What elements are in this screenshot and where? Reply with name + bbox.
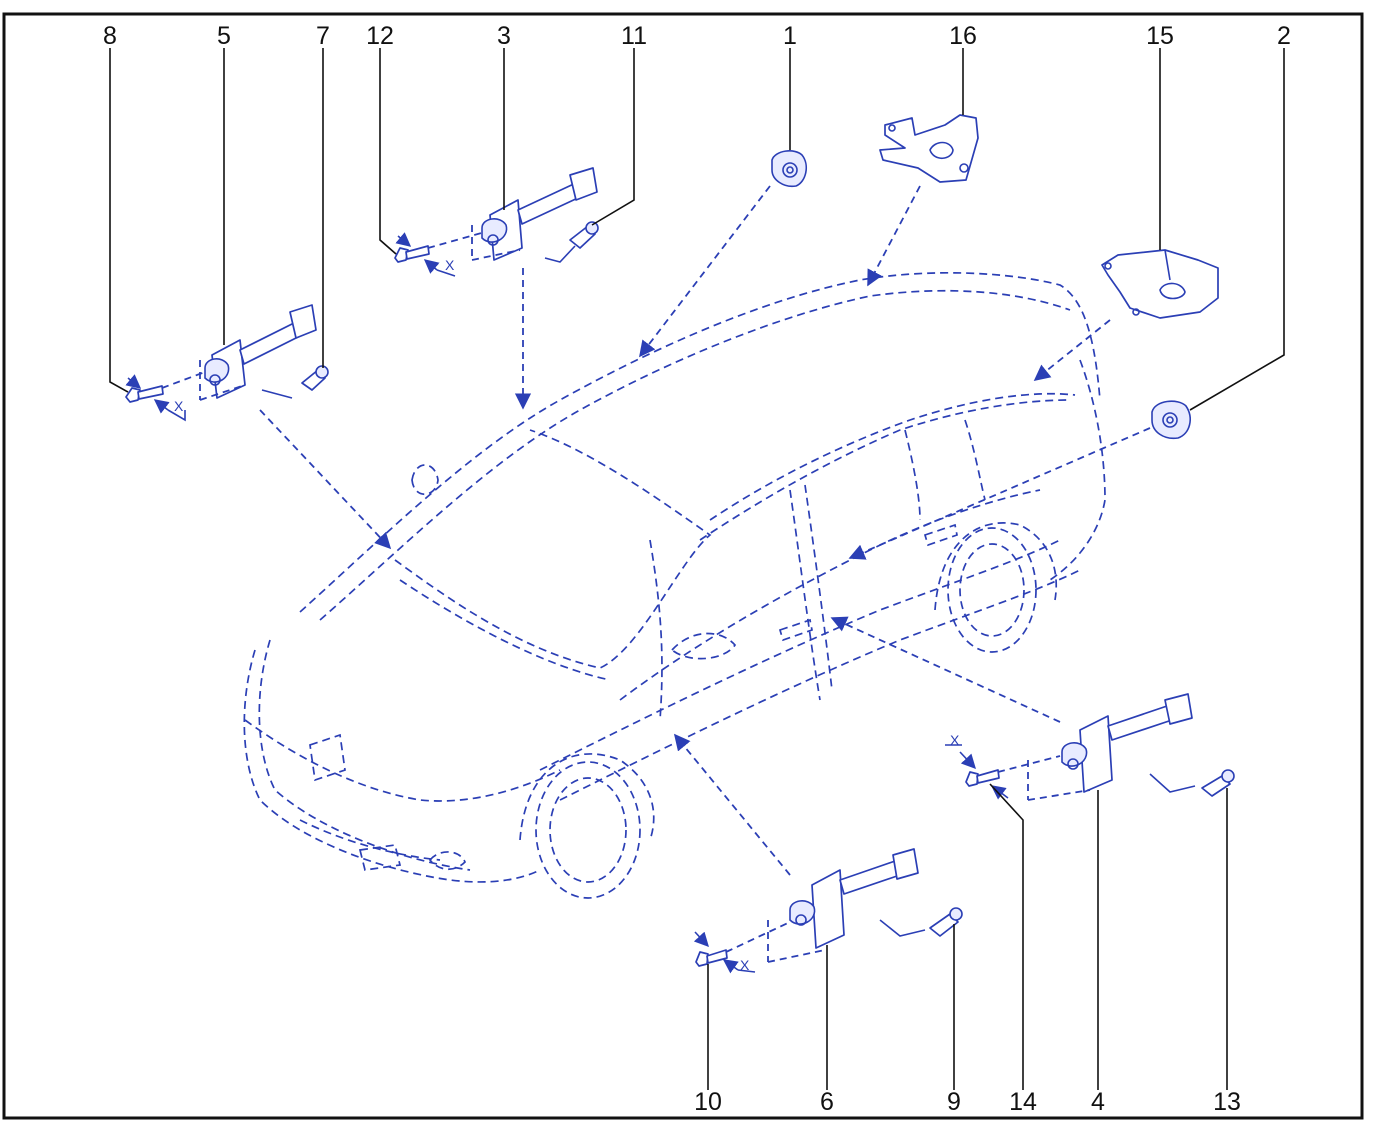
callout-8: 8: [103, 22, 117, 50]
bump-stop-1: [771, 150, 808, 188]
callout-4: 4: [1091, 1088, 1105, 1116]
bolt-12: [394, 231, 486, 277]
callout-7: 7: [316, 22, 330, 50]
callout-13: 13: [1213, 1088, 1241, 1116]
dimension-mark-x-3: X: [950, 732, 960, 748]
dimension-mark-x-4: X: [740, 957, 750, 973]
car-body-outline: [243, 271, 1106, 899]
door-check-strap-5: [199, 304, 317, 401]
assembly-arrows: [259, 185, 1151, 876]
diagram-frame: [2, 12, 1364, 1120]
callout-leaders: [109, 48, 1285, 1090]
callout-6: 6: [820, 1088, 834, 1116]
callout-5: 5: [217, 22, 231, 50]
door-check-strap-4: [1027, 693, 1193, 801]
bolt-10: [693, 921, 791, 974]
callout-labels: 8 5 7 12 3 11 1 16 15 2 10 6 9 14 4 13: [103, 22, 1291, 1116]
callout-9: 9: [947, 1088, 961, 1116]
callout-15: 15: [1146, 22, 1174, 50]
callout-14: 14: [1009, 1088, 1037, 1116]
door-check-strap-3: [471, 167, 598, 261]
bolt-8: [125, 371, 206, 422]
dimension-mark-x: X: [174, 398, 184, 414]
bolt-7: [261, 365, 329, 399]
hinge-bracket-15: [1101, 249, 1219, 319]
callout-3: 3: [497, 22, 511, 50]
callout-11: 11: [621, 22, 647, 50]
dimension-mark-x-2: X: [445, 257, 455, 273]
bolt-9: [879, 907, 963, 937]
bolt-13: [1149, 769, 1235, 797]
bolt-11: [544, 221, 599, 263]
bump-stop-2: [1151, 400, 1191, 440]
hinge-bracket-16: [879, 114, 979, 183]
callout-12: 12: [366, 22, 394, 50]
door-check-strap-6: [767, 848, 919, 963]
callout-2: 2: [1277, 22, 1291, 50]
callout-16: 16: [949, 22, 977, 50]
callout-1: 1: [783, 22, 797, 50]
bolt-14: [945, 744, 1061, 800]
callout-10: 10: [694, 1088, 722, 1116]
